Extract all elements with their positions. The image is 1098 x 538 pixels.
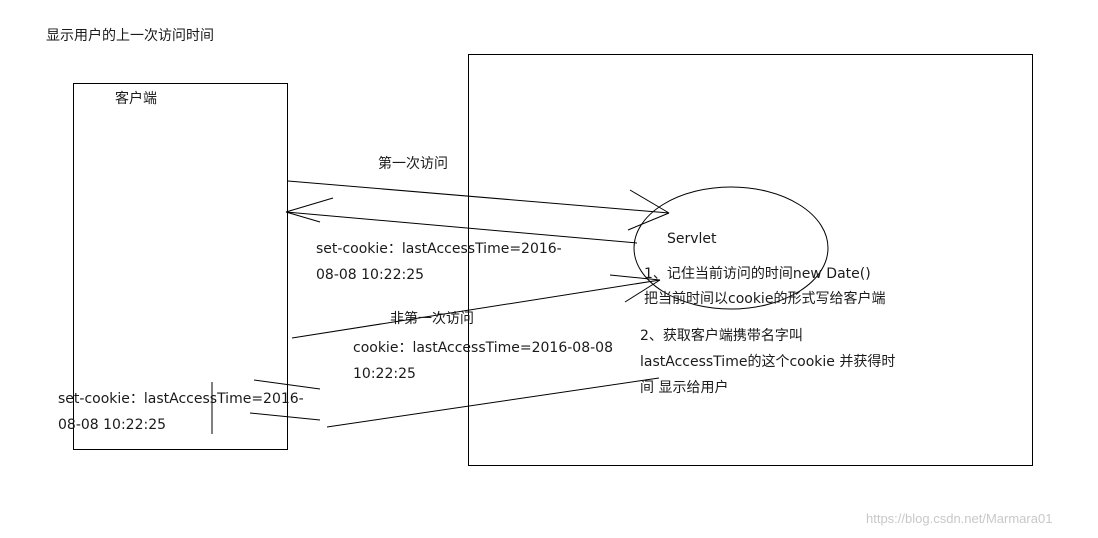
non-first-request-arrow <box>291 274 661 339</box>
client-box <box>73 83 288 450</box>
step2-line1: 2、获取客户端携带名字叫 <box>640 328 803 344</box>
first-response-arrow <box>285 197 638 244</box>
non-first-cookie-line1: cookie：lastAccessTime=2016-08-08 <box>353 340 613 356</box>
first-request-arrow <box>287 180 670 231</box>
step2-line3: 间 显示给用户 <box>640 380 729 396</box>
servlet-ellipse <box>633 186 829 310</box>
step2-line2: lastAccessTime的这个cookie 并获得时 <box>640 354 896 370</box>
first-response-line2: 08-08 10:22:25 <box>316 267 425 283</box>
first-visit-label: 第一次访问 <box>378 156 448 172</box>
non-first-response-arrow <box>211 377 660 434</box>
client-label: 客户端 <box>115 91 157 107</box>
watermark: https://blog.csdn.net/Marmara01 <box>866 511 1053 526</box>
step1-line2: 把当前时间以cookie的形式写给客户端 <box>644 291 886 307</box>
servlet-label: Servlet <box>667 231 717 247</box>
non-first-response-line2: 08-08 10:22:25 <box>58 417 167 433</box>
non-first-visit-label: 非第一次访问 <box>390 311 474 327</box>
non-first-response-line1: set-cookie：lastAccessTime=2016- <box>58 391 304 407</box>
first-response-line1: set-cookie：lastAccessTime=2016- <box>316 241 562 257</box>
non-first-cookie-line2: 10:22:25 <box>353 366 416 382</box>
page-title: 显示用户的上一次访问时间 <box>46 28 214 44</box>
step1-line1: 1、记住当前访问的时间new Date() <box>644 266 871 282</box>
server-box <box>468 54 1033 466</box>
